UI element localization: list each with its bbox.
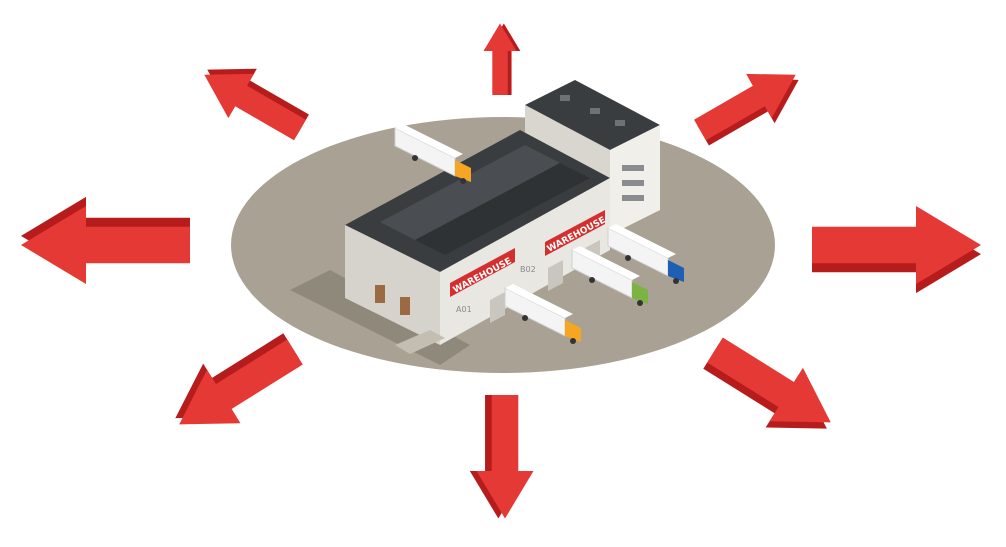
- door-label-a: A01: [456, 305, 472, 314]
- truck-wheel: [589, 277, 595, 283]
- arrow-north: [483, 23, 521, 95]
- truck-trailer-top: [395, 124, 463, 158]
- warehouse-end-wall: [345, 225, 440, 345]
- arrow-south-east: [694, 323, 848, 456]
- truck-cab: [668, 260, 684, 282]
- truck-cab: [632, 282, 648, 304]
- truck-trailer-top: [608, 224, 676, 258]
- truck-cab: [565, 320, 581, 342]
- arrow-north-east: [687, 52, 812, 158]
- loading-ramp: [395, 330, 445, 354]
- arrow-face: [698, 323, 848, 450]
- arrow-south: [469, 395, 534, 519]
- truck-wheel: [460, 178, 466, 184]
- arrow-face: [21, 206, 191, 284]
- arrow-face: [162, 325, 312, 452]
- truck-wheel: [412, 155, 418, 161]
- truck-wheel: [673, 278, 679, 284]
- truck-trailer-top: [505, 284, 573, 318]
- truck-back-left: [394, 124, 471, 184]
- truck-wheel: [625, 255, 631, 261]
- truck-trailer-top: [572, 246, 640, 280]
- arrow-face: [687, 52, 809, 153]
- arrow-south-west: [158, 319, 312, 452]
- truck-front-green: [571, 246, 648, 306]
- warehouse-building: A01 B02: [345, 130, 610, 345]
- truck-wheel: [570, 338, 576, 344]
- arrow-face: [476, 395, 534, 519]
- truck-wheel: [522, 315, 528, 321]
- truck-cab: [455, 160, 471, 182]
- arrow-west: [21, 196, 191, 284]
- arrow-face: [191, 52, 313, 153]
- truck-front-orange: [504, 284, 581, 344]
- truck-wheel: [637, 300, 643, 306]
- arrow-east: [812, 206, 981, 294]
- trucks: [394, 124, 684, 344]
- warehouse-front-wall: [440, 178, 610, 345]
- arrow-north-west: [191, 47, 316, 153]
- door-label-b: B02: [520, 265, 536, 274]
- truck-front-blue: [607, 224, 684, 284]
